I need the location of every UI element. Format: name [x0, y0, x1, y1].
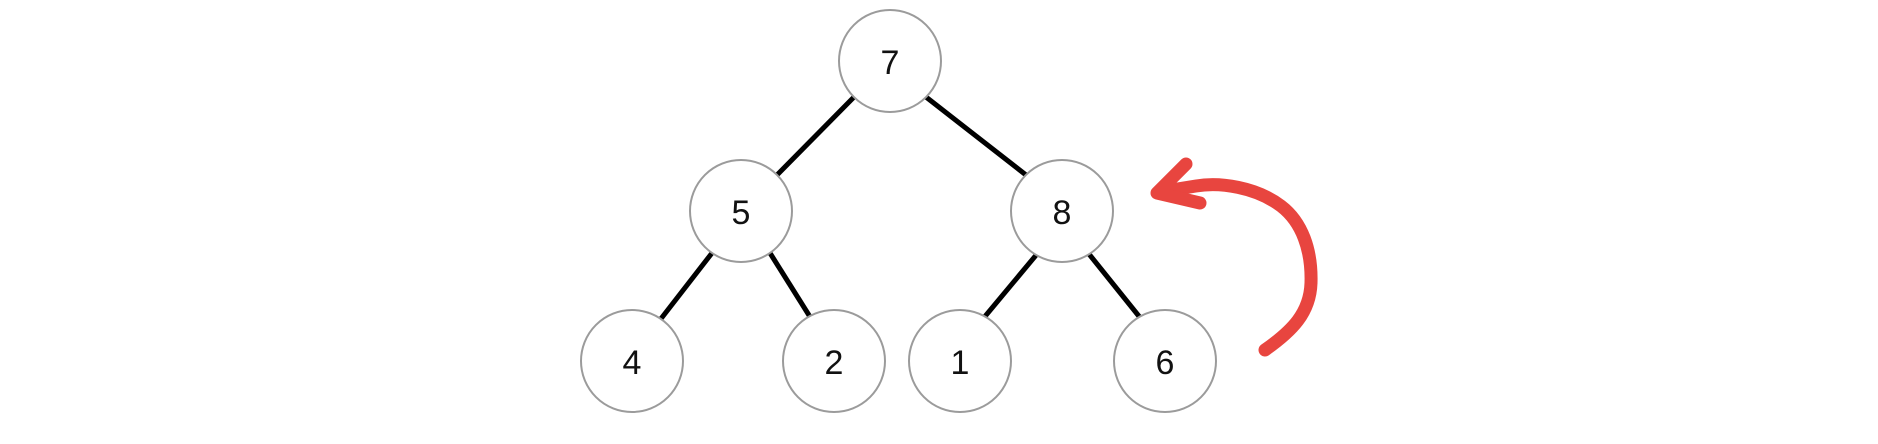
annotation-arrow-group — [1150, 157, 1318, 357]
edge-7-5 — [775, 95, 856, 177]
node-circle-7[interactable] — [838, 9, 942, 113]
curved-arrow-icon — [1158, 178, 1318, 357]
node-label-6: 6 — [1156, 344, 1175, 382]
tree-nodes: 7 5 8 4 2 1 — [580, 9, 1217, 413]
edge-8-1 — [980, 252, 1039, 322]
node-circle-2[interactable] — [782, 309, 886, 413]
node-label-2: 2 — [825, 344, 844, 382]
tree-node-1[interactable]: 1 — [908, 309, 1012, 413]
tree-node-5[interactable]: 5 — [689, 159, 793, 263]
node-label-4: 4 — [623, 344, 642, 382]
edge-7-8 — [924, 95, 1028, 177]
edge-5-2 — [767, 251, 815, 322]
tree-node-7[interactable]: 7 — [838, 9, 942, 113]
edge-8-6 — [1087, 252, 1144, 322]
node-circle-6[interactable] — [1113, 309, 1217, 413]
node-circle-5[interactable] — [689, 159, 793, 263]
tree-node-6[interactable]: 6 — [1113, 309, 1217, 413]
node-circle-1[interactable] — [908, 309, 1012, 413]
node-circle-8[interactable] — [1010, 159, 1114, 263]
tree-node-8[interactable]: 8 — [1010, 159, 1114, 263]
node-label-1: 1 — [951, 344, 970, 382]
node-label-5: 5 — [732, 194, 751, 232]
tree-node-2[interactable]: 2 — [782, 309, 886, 413]
edge-5-4 — [658, 251, 714, 322]
node-label-7: 7 — [881, 44, 900, 82]
tree-edges — [658, 95, 1144, 322]
arrow-head-icon — [1150, 157, 1207, 210]
node-circle-4[interactable] — [580, 309, 684, 413]
node-label-8: 8 — [1053, 194, 1072, 232]
tree-node-4[interactable]: 4 — [580, 309, 684, 413]
